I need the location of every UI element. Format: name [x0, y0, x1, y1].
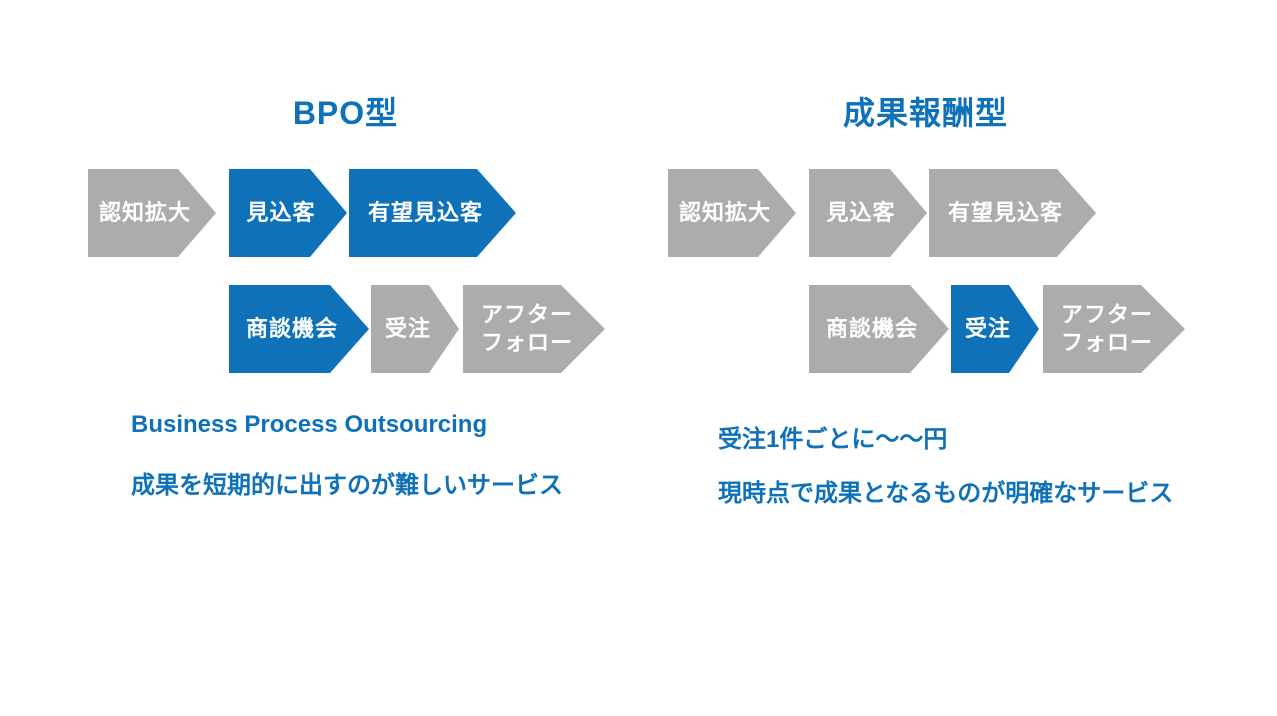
step-body: [349, 169, 477, 257]
step-label-wrap: 有望見込客: [349, 169, 502, 257]
arrow-tip: [477, 169, 516, 257]
bpo-caption-definition: Business Process Outsourcing: [131, 411, 488, 438]
step-order: 受注: [371, 285, 459, 373]
arrow-tip: [429, 285, 459, 373]
step-label-wrap: 受注: [951, 285, 1025, 373]
arrow-tip: [1009, 285, 1039, 373]
step-order: 受注: [951, 285, 1039, 373]
step-label-wrap: アフター フォロー: [463, 285, 591, 373]
step-after-follow: アフター フォロー: [1043, 285, 1185, 373]
step-label-wrap: 見込客: [809, 169, 913, 257]
step-awareness: 認知拡大: [668, 169, 796, 257]
bpo-model-panel: BPO型 認知拡大 見込客 有望見込客 商談機会: [88, 0, 605, 716]
arrow-tip: [310, 169, 347, 257]
arrow-tip: [330, 285, 369, 373]
step-label: 有望見込客: [367, 200, 483, 225]
step-body: [809, 169, 890, 257]
step-label: 商談機会: [825, 316, 918, 341]
step-qualified-prospect: 有望見込客: [929, 169, 1096, 257]
step-meeting-opportunity: 商談機会: [229, 285, 369, 373]
step-body: [371, 285, 429, 373]
step-label: 見込客: [826, 200, 896, 225]
step-label-wrap: 有望見込客: [929, 169, 1082, 257]
step-label: 受注: [384, 316, 431, 341]
arrow-tip: [561, 285, 605, 373]
arrow-tip: [1057, 169, 1096, 257]
arrow-tip: [1141, 285, 1185, 373]
step-label-line2: フォロー: [1060, 330, 1153, 355]
step-body: [88, 169, 178, 257]
bpo-caption-description: 成果を短期的に出すのが難しいサービス: [131, 472, 563, 499]
arrow-tip: [890, 169, 927, 257]
step-body: [951, 285, 1009, 373]
step-body: [463, 285, 561, 373]
step-body: [668, 169, 758, 257]
step-label-line2: フォロー: [480, 330, 573, 355]
arrow-tip: [178, 169, 216, 257]
step-label: 認知拡大: [98, 200, 191, 225]
performance-caption-pricing: 受注1件ごとに～～円: [718, 426, 948, 453]
step-label: 商談機会: [245, 316, 338, 341]
step-label-wrap: 受注: [371, 285, 445, 373]
bpo-model-title: BPO型: [292, 95, 399, 131]
step-label: 有望見込客: [947, 200, 1063, 225]
step-body: [229, 169, 310, 257]
step-prospect: 見込客: [809, 169, 927, 257]
step-after-follow: アフター フォロー: [463, 285, 605, 373]
performance-caption-description: 現時点で成果となるものが明確なサービス: [718, 480, 1174, 507]
arrow-tip: [910, 285, 949, 373]
step-body: [229, 285, 330, 373]
step-body: [929, 169, 1057, 257]
step-label-line1: アフター: [1060, 302, 1153, 327]
step-body: [809, 285, 910, 373]
step-body: [1043, 285, 1141, 373]
step-label: 見込客: [246, 200, 316, 225]
step-label-wrap: アフター フォロー: [1043, 285, 1171, 373]
performance-model-title: 成果報酬型: [842, 95, 1008, 131]
step-label-wrap: 認知拡大: [88, 169, 202, 257]
step-label-wrap: 認知拡大: [668, 169, 782, 257]
step-label-line1: アフター: [480, 302, 573, 327]
step-label-wrap: 商談機会: [809, 285, 935, 373]
step-label-wrap: 商談機会: [229, 285, 355, 373]
performance-model-panel: 成果報酬型 認知拡大 見込客 有望見込客 商談機会: [668, 0, 1185, 716]
step-qualified-prospect: 有望見込客: [349, 169, 516, 257]
step-prospect: 見込客: [229, 169, 347, 257]
step-label: 認知拡大: [678, 200, 771, 225]
step-meeting-opportunity: 商談機会: [809, 285, 949, 373]
step-label: 受注: [964, 316, 1011, 341]
step-label-wrap: 見込客: [229, 169, 333, 257]
step-awareness: 認知拡大: [88, 169, 216, 257]
arrow-tip: [758, 169, 796, 257]
